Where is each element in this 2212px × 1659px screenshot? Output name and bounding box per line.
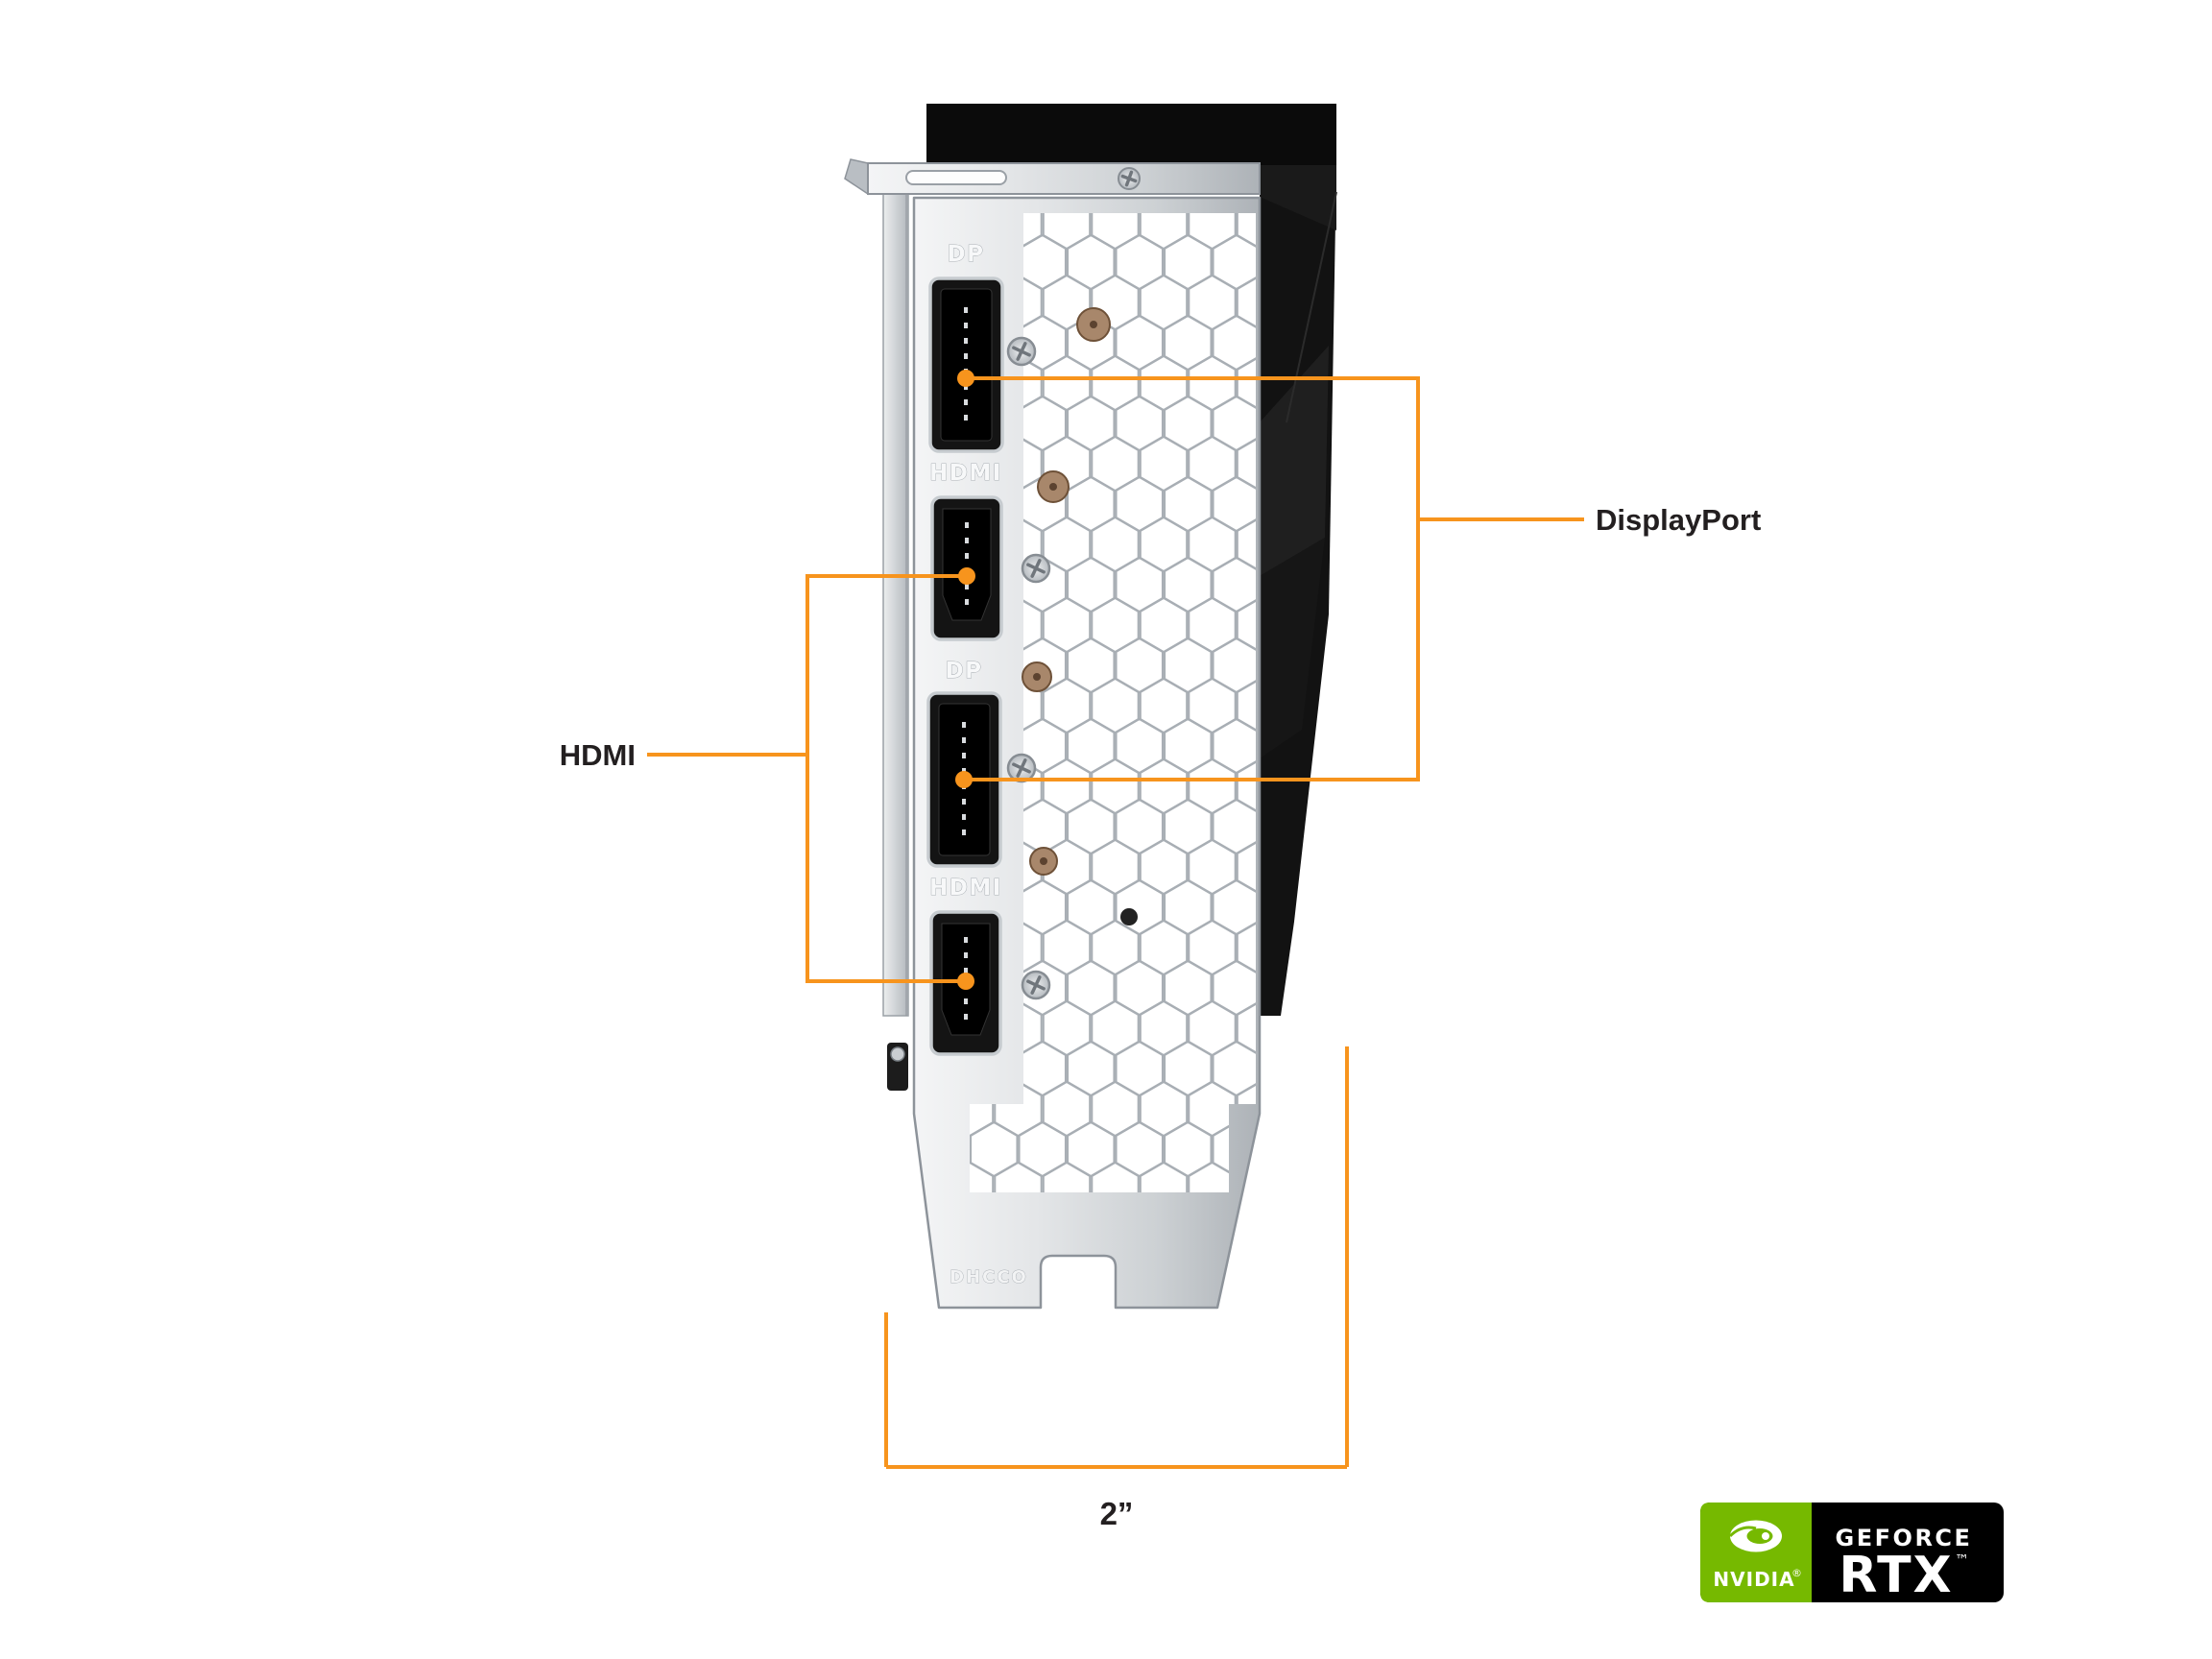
displayport-callout-dot-2 [955,771,973,788]
geforce-wordmark: GEFORCE [1836,1525,1973,1551]
vent-hex-area-bottom [970,1104,1229,1192]
flange-screw-slot [905,170,1007,185]
card-body-top-band [926,104,1336,165]
port-label: HDMI [929,461,1002,486]
bracket-top-flange [844,158,1261,196]
bracket-stamp-text: DHCCO [950,1267,1028,1287]
stub-screw-icon [890,1046,905,1062]
bracket-screw-icon [1021,553,1051,584]
card-body-facet-low [1260,538,1325,758]
vent-hex-area-main [1023,213,1256,1104]
badge-green-panel [1700,1503,1812,1602]
port-label: DP [946,659,983,684]
dimension-label: 2” [1100,1496,1134,1531]
heatsink-screws-behind-vent [1022,307,1138,926]
displayport-callout-dot-1 [957,370,974,387]
flange-screw-icon [1118,167,1141,190]
hdmi-callout-dot-1 [958,567,975,585]
flange-left-tip [844,158,869,196]
vent-detail-pin [1120,908,1138,926]
nvidia-eye-icon [1728,1520,1782,1552]
io-ports: DP HDMI DP [926,242,1051,1056]
nvidia-wordmark: NVIDIA [1713,1568,1794,1591]
card-body-facet-mid [1260,346,1329,576]
rtx-wordmark: RTX [1839,1547,1953,1604]
card-body-facet-top [1260,165,1336,230]
geforce-rtx-badge: NVIDIA ® GEFORCE RTX ™ [1700,1503,2004,1604]
bracket-side-strip [882,193,909,1017]
bracket-screw-icon [1021,970,1051,1000]
hdmi-callout-dot-2 [957,973,974,990]
bracket-side-fold [882,193,909,1091]
hdmi-label: HDMI [560,738,636,772]
port-displayport-1: DP [928,242,1004,453]
displayport-label: DisplayPort [1596,503,1761,537]
port-label: HDMI [929,876,1002,901]
displayport-cavity [940,288,993,442]
bracket-screw-icon [1006,753,1037,783]
displayport-callout-line [964,376,1420,781]
vent-grille [970,213,1256,1192]
trademark-mark: ™ [1955,1551,1969,1569]
hdmi-callout-line [805,574,967,983]
card-body-crease [1286,191,1337,423]
hdmi-cavity [942,508,992,621]
port-label: DP [948,242,985,267]
callout-lines [647,376,1584,1469]
callout-dots [955,370,975,990]
bracket-screw-icon [1006,336,1037,367]
registered-mark: ® [1791,1567,1802,1579]
